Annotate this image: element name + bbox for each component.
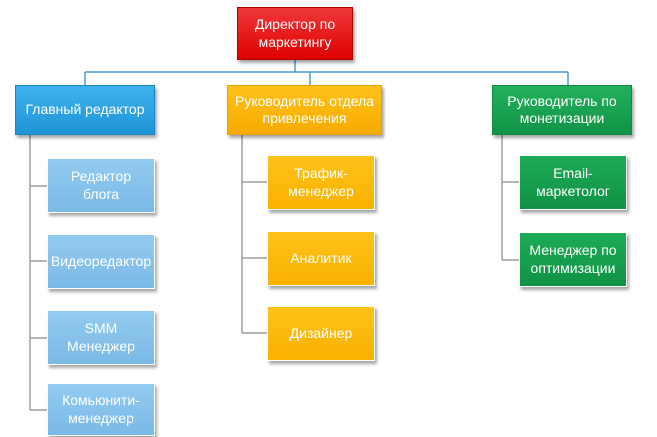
child-node-label: Комьюнити-менеджер	[62, 392, 140, 426]
child-node-label: Редактор блога	[70, 168, 132, 202]
child-node-video-editor: Видеоредактор	[47, 234, 155, 289]
root-node-label: Директор по маркетингу	[254, 16, 336, 50]
dept-node-chief-editor: Главный редактор	[15, 85, 155, 135]
child-node-email-marketer: Email-маркетолог	[519, 155, 627, 210]
root-node-director: Директор по маркетингу	[237, 7, 353, 60]
child-node-label: Видеоредактор	[50, 252, 152, 269]
child-node-label: Трафик-менеджер	[288, 165, 354, 199]
child-node-label: SMM Менеджер	[67, 320, 135, 354]
dept-node-label: Главный редактор	[25, 101, 145, 118]
child-node-community-manager: Комьюнити-менеджер	[47, 383, 155, 436]
child-node-analyst: Аналитик	[267, 231, 375, 286]
dept-node-label: Руководитель отдела привлечения	[235, 92, 374, 127]
child-node-smm-manager: SMM Менеджер	[47, 310, 155, 365]
child-node-label: Email-маркетолог	[536, 165, 610, 199]
dept-node-acquisition-head: Руководитель отдела привлечения	[227, 85, 382, 135]
child-node-label: Менеджер по оптимизации	[529, 242, 617, 276]
child-node-traffic-manager: Трафик-менеджер	[267, 155, 375, 210]
child-node-blog-editor: Редактор блога	[47, 158, 155, 213]
dept-node-monetization-head: Руководитель по монетизации	[492, 85, 632, 135]
dept-node-label: Руководитель по монетизации	[507, 92, 617, 127]
child-node-optimization-manager: Менеджер по оптимизации	[519, 232, 627, 287]
child-node-label: Аналитик	[290, 249, 352, 266]
child-node-label: Дизайнер	[289, 324, 353, 341]
child-node-designer: Дизайнер	[267, 306, 375, 361]
